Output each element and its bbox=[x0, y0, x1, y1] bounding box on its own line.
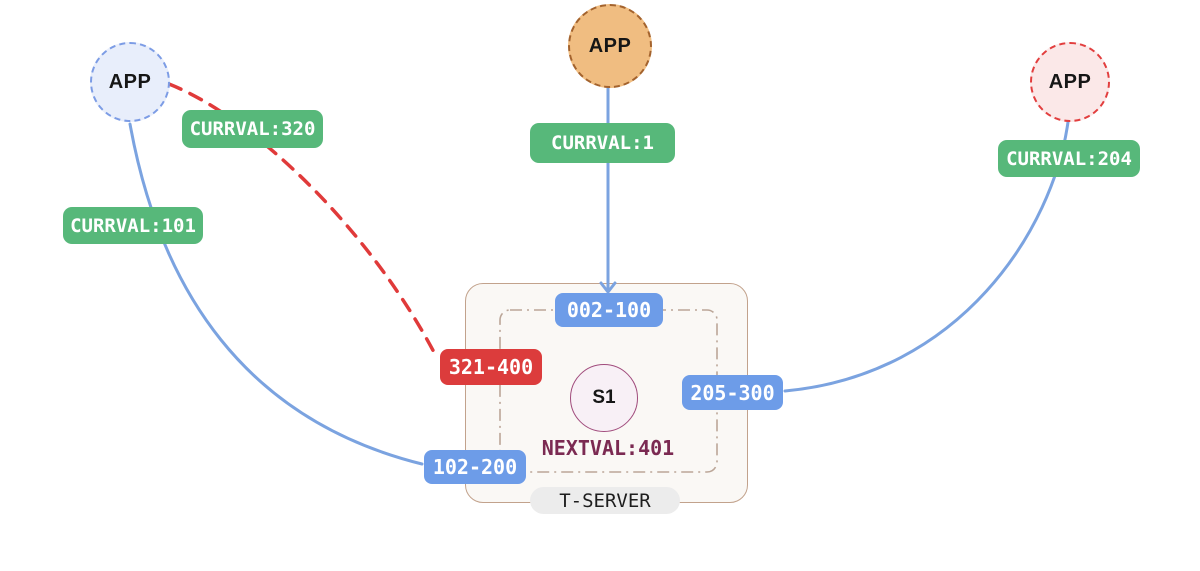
sequence-node: S1 bbox=[570, 364, 638, 432]
app-node-left: APP bbox=[90, 42, 170, 122]
app-node-right: APP bbox=[1030, 42, 1110, 122]
app-node-right-label: APP bbox=[1048, 70, 1092, 93]
badge-range-102-200: 102-200 bbox=[424, 450, 526, 484]
nextval-text: NEXTVAL:401 bbox=[541, 436, 675, 460]
app-node-center: APP bbox=[568, 4, 652, 88]
edge-app-left-to-range-102-200 bbox=[128, 122, 424, 466]
badge-currval-320: CURRVAL:320 bbox=[182, 110, 323, 148]
badge-range-321-400: 321-400 bbox=[440, 349, 542, 385]
t-server-title-pill: T-SERVER bbox=[530, 487, 680, 514]
badge-currval-101: CURRVAL:101 bbox=[63, 207, 203, 244]
badge-range-205-300: 205-300 bbox=[682, 375, 783, 410]
app-node-left-label: APP bbox=[108, 70, 152, 93]
badge-currval-204: CURRVAL:204 bbox=[998, 140, 1140, 177]
app-node-center-label: APP bbox=[588, 34, 632, 57]
badge-range-002-100: 002-100 bbox=[555, 293, 663, 327]
edge-arrowhead-down bbox=[599, 281, 617, 294]
edge-app-left-to-range-321-400-dashed bbox=[167, 82, 439, 360]
badge-currval-1: CURRVAL:1 bbox=[530, 123, 675, 163]
sequence-node-label: S1 bbox=[592, 387, 616, 408]
